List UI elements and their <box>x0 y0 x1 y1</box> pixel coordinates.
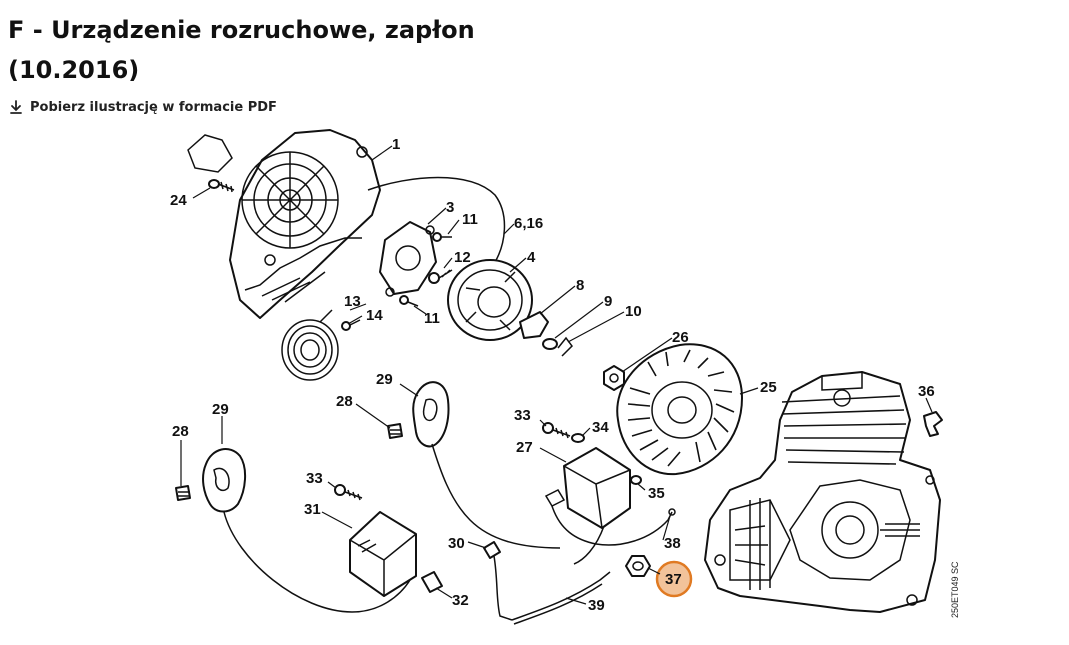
callout-label-13[interactable]: 13 <box>344 293 361 310</box>
part-37-grommet[interactable] <box>625 555 651 577</box>
callout-label-1[interactable]: 1 <box>392 136 400 153</box>
page-title-line-1: F - Urządzenie rozruchowe, zapłon <box>8 16 475 44</box>
part-14-screw[interactable] <box>341 319 361 331</box>
part-33-screw-lower[interactable] <box>334 484 363 501</box>
part-9-washer[interactable] <box>542 338 558 350</box>
callout-label-33-lower[interactable]: 33 <box>306 470 323 487</box>
part-8-pawl[interactable] <box>519 311 549 339</box>
part-29-spark-plug-boot-upper[interactable] <box>412 381 561 549</box>
download-pdf-label: Pobierz ilustrację w formacie PDF <box>30 99 277 115</box>
callout-label-26[interactable]: 26 <box>672 329 689 346</box>
leader-lines <box>180 145 933 605</box>
starter-rope <box>367 176 506 263</box>
part-39-wire-harness[interactable] <box>511 571 611 625</box>
callout-label-31[interactable]: 31 <box>304 501 321 518</box>
callout-label-9[interactable]: 9 <box>604 293 612 310</box>
part-26-nut[interactable] <box>603 365 625 391</box>
callout-label-11-upper[interactable]: 11 <box>462 211 478 228</box>
part-30-short-circuit-wire[interactable] <box>483 541 513 621</box>
part-24-screw[interactable] <box>208 179 235 193</box>
part-28-spring-upper[interactable] <box>387 423 403 439</box>
callout-label-3[interactable]: 3 <box>446 199 454 216</box>
drawing-code: 250ET049 SC <box>950 561 960 618</box>
callout-label-34[interactable]: 34 <box>592 419 609 436</box>
part-13-rewind-spring[interactable] <box>281 309 339 381</box>
engine-crankcase <box>704 371 941 613</box>
callout-label-8[interactable]: 8 <box>576 277 584 294</box>
part-27-ignition-module[interactable] <box>544 447 669 565</box>
fan-housing[interactable] <box>229 129 381 319</box>
callout-label-6-16[interactable]: 6,16 <box>514 215 543 232</box>
callout-label-11-lower[interactable]: 11 <box>424 310 440 327</box>
part-4-rope-rotor[interactable] <box>447 259 533 341</box>
download-pdf-link[interactable]: Pobierz ilustrację w formacie PDF <box>8 96 277 118</box>
highlight-circle-37 <box>655 560 693 598</box>
part-12-screw[interactable] <box>428 269 453 284</box>
callout-label-10[interactable]: 10 <box>625 303 642 320</box>
part-31-ignition-module[interactable] <box>349 511 417 597</box>
callout-label-4[interactable]: 4 <box>527 249 536 266</box>
callout-label-12[interactable]: 12 <box>454 249 471 266</box>
part-11-screw-upper[interactable] <box>432 232 452 242</box>
callout-label-32[interactable]: 32 <box>452 592 469 609</box>
callout-label-14[interactable]: 14 <box>366 307 383 324</box>
callout-label-30[interactable]: 30 <box>448 535 465 552</box>
callout-label-35[interactable]: 35 <box>648 485 665 502</box>
part-33-screw-upper[interactable] <box>542 422 571 439</box>
part-29-spark-plug-boot-lower[interactable] <box>202 448 411 613</box>
page-title: F - Urządzenie rozruchowe, zapłon (10.20… <box>8 10 1058 90</box>
part-11-screw-lower[interactable] <box>399 295 419 307</box>
callout-label-36[interactable]: 36 <box>918 383 935 400</box>
callout-label-24[interactable]: 24 <box>170 192 187 209</box>
callout-label-29-lower[interactable]: 29 <box>212 401 229 418</box>
callout-label-39[interactable]: 39 <box>588 597 605 614</box>
part-34-washer[interactable] <box>571 433 585 443</box>
callout-label-33-upper[interactable]: 33 <box>514 407 531 424</box>
download-icon <box>10 100 22 114</box>
part-28-spring-lower[interactable] <box>175 485 191 501</box>
callout-label-37[interactable]: 37 <box>665 571 682 588</box>
callout-label-28-lower[interactable]: 28 <box>172 423 189 440</box>
callout-label-29-upper[interactable]: 29 <box>376 371 393 388</box>
page-title-line-2: (10.2016) <box>8 56 140 84</box>
callout-label-28-upper[interactable]: 28 <box>336 393 353 410</box>
callout-labels: 1 3 11 6,16 4 12 24 13 14 11 8 9 10 26 2… <box>170 136 935 614</box>
callout-label-38[interactable]: 38 <box>664 535 681 552</box>
callout-label-27[interactable]: 27 <box>516 439 533 456</box>
part-25-flywheel[interactable] <box>616 343 743 476</box>
part-35-washer[interactable] <box>630 475 642 485</box>
callout-label-25[interactable]: 25 <box>760 379 777 396</box>
part-36-clip[interactable] <box>923 411 943 437</box>
part-32-insulator[interactable] <box>421 571 443 593</box>
decal <box>187 134 233 173</box>
part-3-plate[interactable] <box>379 221 437 297</box>
